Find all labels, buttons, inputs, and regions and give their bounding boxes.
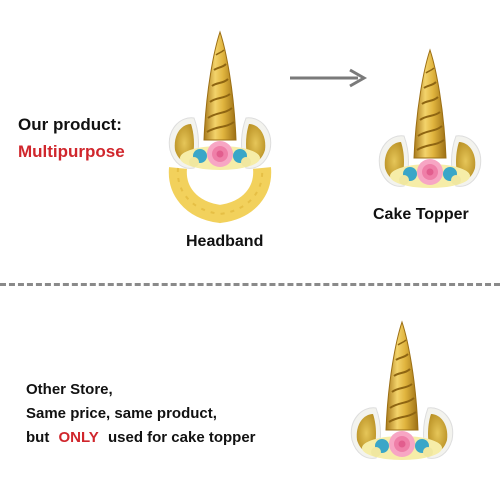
unicorn-horn-cake-topper-image: [350, 321, 454, 461]
other-store-line-2: Same price, same product,: [26, 405, 217, 422]
unicorn-horn-headband-image: [168, 31, 272, 224]
section-divider: [0, 283, 500, 286]
right-arrow-icon: [290, 68, 368, 88]
line3-prefix: but: [26, 429, 50, 446]
cake-topper-caption: Cake Topper: [373, 206, 469, 223]
headband-caption: Headband: [186, 233, 264, 250]
product-title: Our product:: [18, 115, 122, 134]
only-emphasis: ONLY: [58, 429, 99, 446]
unicorn-horn-cake-topper-image: [378, 49, 482, 189]
other-store-line-1: Other Store,: [26, 381, 113, 398]
multipurpose-label: Multipurpose: [18, 142, 125, 161]
line3-suffix: used for cake topper: [107, 429, 256, 446]
other-store-line-3: but ONLY used for cake topper: [26, 429, 256, 446]
